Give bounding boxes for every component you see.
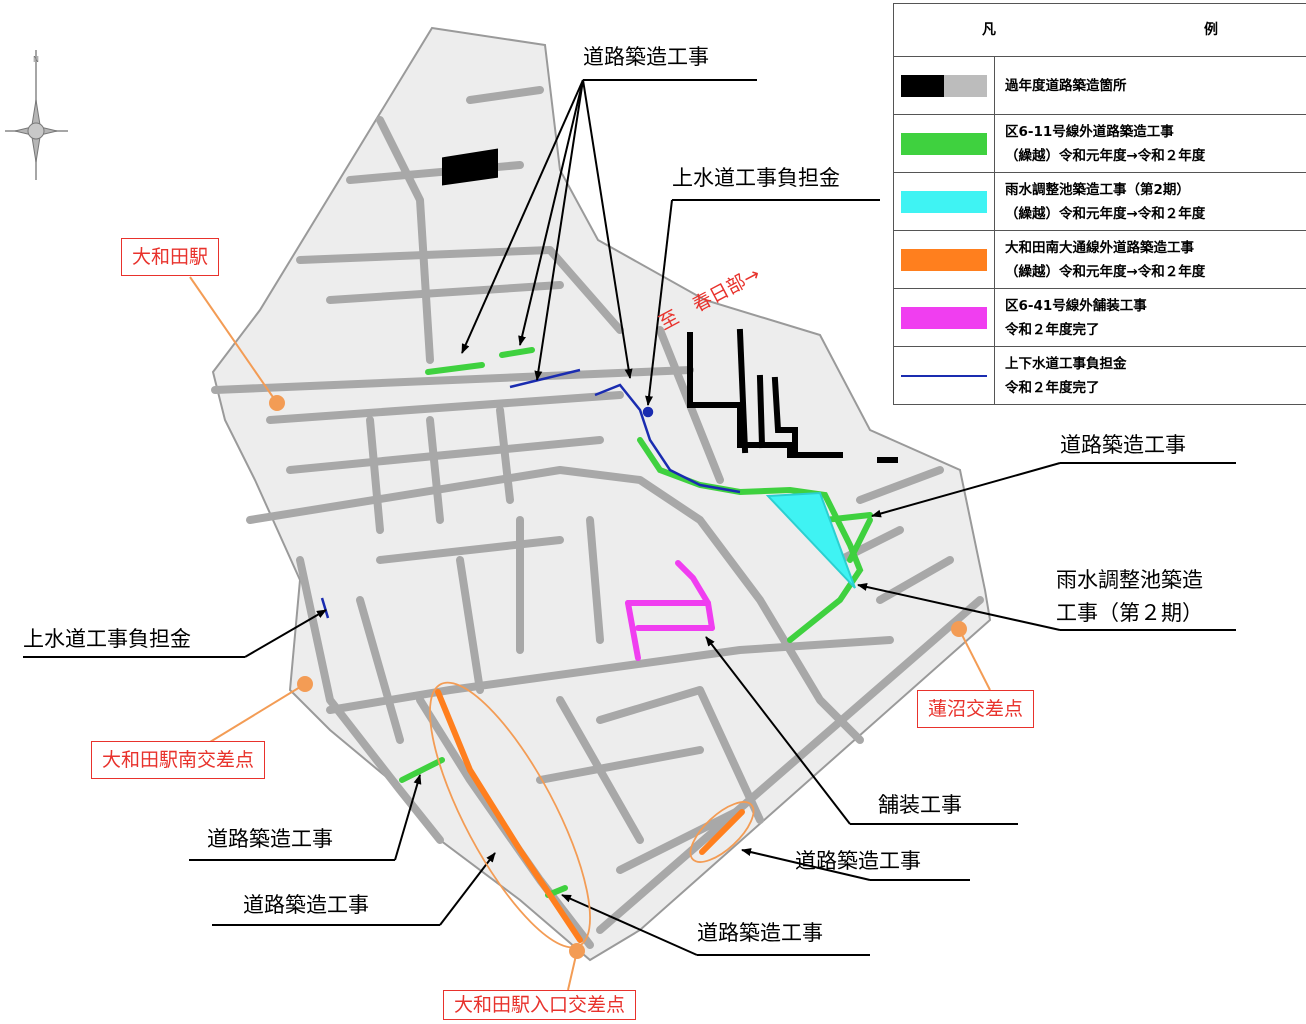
compass-rose-icon: N — [5, 50, 68, 180]
legend-text: 上下水道工事負担金 — [1005, 355, 1127, 372]
legend-row-cyan: 雨水調整池築造工事（第2期） （繰越）令和元年度→令和２年度 — [894, 173, 1306, 231]
label-rainwater-2: 工事（第２期） — [1056, 601, 1203, 625]
legend-swatch-past — [901, 74, 987, 97]
legend-text: 令和２年度完了 — [1005, 379, 1100, 396]
label-paving: 舗装工事 — [878, 793, 962, 817]
legend-text: 雨水調整池築造工事（第2期） — [1005, 181, 1190, 198]
legend-text: 過年度道路築造箇所 — [1005, 77, 1127, 94]
station-owada: 大和田駅 — [121, 238, 220, 276]
station-hasunuma: 蓮沼交差点 — [917, 690, 1035, 728]
legend-text: （繰越）令和元年度→令和２年度 — [1005, 205, 1206, 222]
legend: 凡 例 過年度道路築造箇所 区6-11号線外道路築造工事 （繰越）令和元年度→令… — [893, 3, 1306, 405]
street-grid — [211, 86, 984, 949]
label-rainwater-1: 雨水調整池築造 — [1056, 568, 1203, 592]
rainwater-pond — [765, 491, 856, 589]
paving-works — [625, 560, 715, 661]
legend-text: 令和２年度完了 — [1005, 321, 1100, 338]
legend-swatch-magenta — [901, 306, 987, 329]
label-water-left: 上水道工事負担金 — [23, 627, 191, 651]
label-road-bc: 道路築造工事 — [697, 921, 823, 945]
legend-text: （繰越）令和元年度→令和２年度 — [1005, 263, 1206, 280]
legend-swatch-orange — [901, 248, 987, 271]
legend-row-magenta: 区6-41号線外舗装工事 令和２年度完了 — [894, 289, 1306, 347]
legend-row-past: 過年度道路築造箇所 — [894, 57, 1306, 115]
legend-text: （繰越）令和元年度→令和２年度 — [1005, 147, 1206, 164]
station-owada-south: 大和田駅南交差点 — [91, 741, 266, 779]
legend-row-orange: 大和田南大通線外道路築造工事 （繰越）令和元年度→令和２年度 — [894, 231, 1306, 289]
legend-row-blue: 上下水道工事負担金 令和２年度完了 — [894, 347, 1306, 404]
avenue-works — [435, 689, 745, 943]
svg-text:N: N — [33, 55, 39, 64]
water-works — [320, 368, 741, 619]
station-owada-entrance: 大和田駅入口交差点 — [443, 990, 637, 1020]
leader-lines — [23, 79, 1236, 956]
legend-swatch-blue — [901, 374, 987, 377]
station-markers — [189, 276, 991, 991]
legend-row-green: 区6-11号線外道路築造工事 （繰越）令和元年度→令和２年度 — [894, 115, 1306, 173]
legend-title: 凡 例 — [894, 4, 1306, 57]
legend-swatch-green — [901, 132, 987, 155]
legend-text: 大和田南大通線外道路築造工事 — [1005, 239, 1194, 256]
district-area — [211, 26, 992, 962]
legend-text: 区6-41号線外舗装工事 — [1005, 297, 1147, 314]
label-road-bl2: 道路築造工事 — [243, 893, 369, 917]
label-road-br: 道路築造工事 — [795, 849, 921, 873]
label-water-top: 上水道工事負担金 — [672, 166, 840, 190]
legend-text: 区6-11号線外道路築造工事 — [1005, 123, 1174, 140]
label-road-right: 道路築造工事 — [1060, 433, 1186, 457]
label-road-top: 道路築造工事 — [583, 45, 709, 69]
legend-swatch-cyan — [901, 190, 987, 213]
past-roads — [442, 148, 898, 463]
label-road-bl1: 道路築造工事 — [207, 827, 333, 851]
